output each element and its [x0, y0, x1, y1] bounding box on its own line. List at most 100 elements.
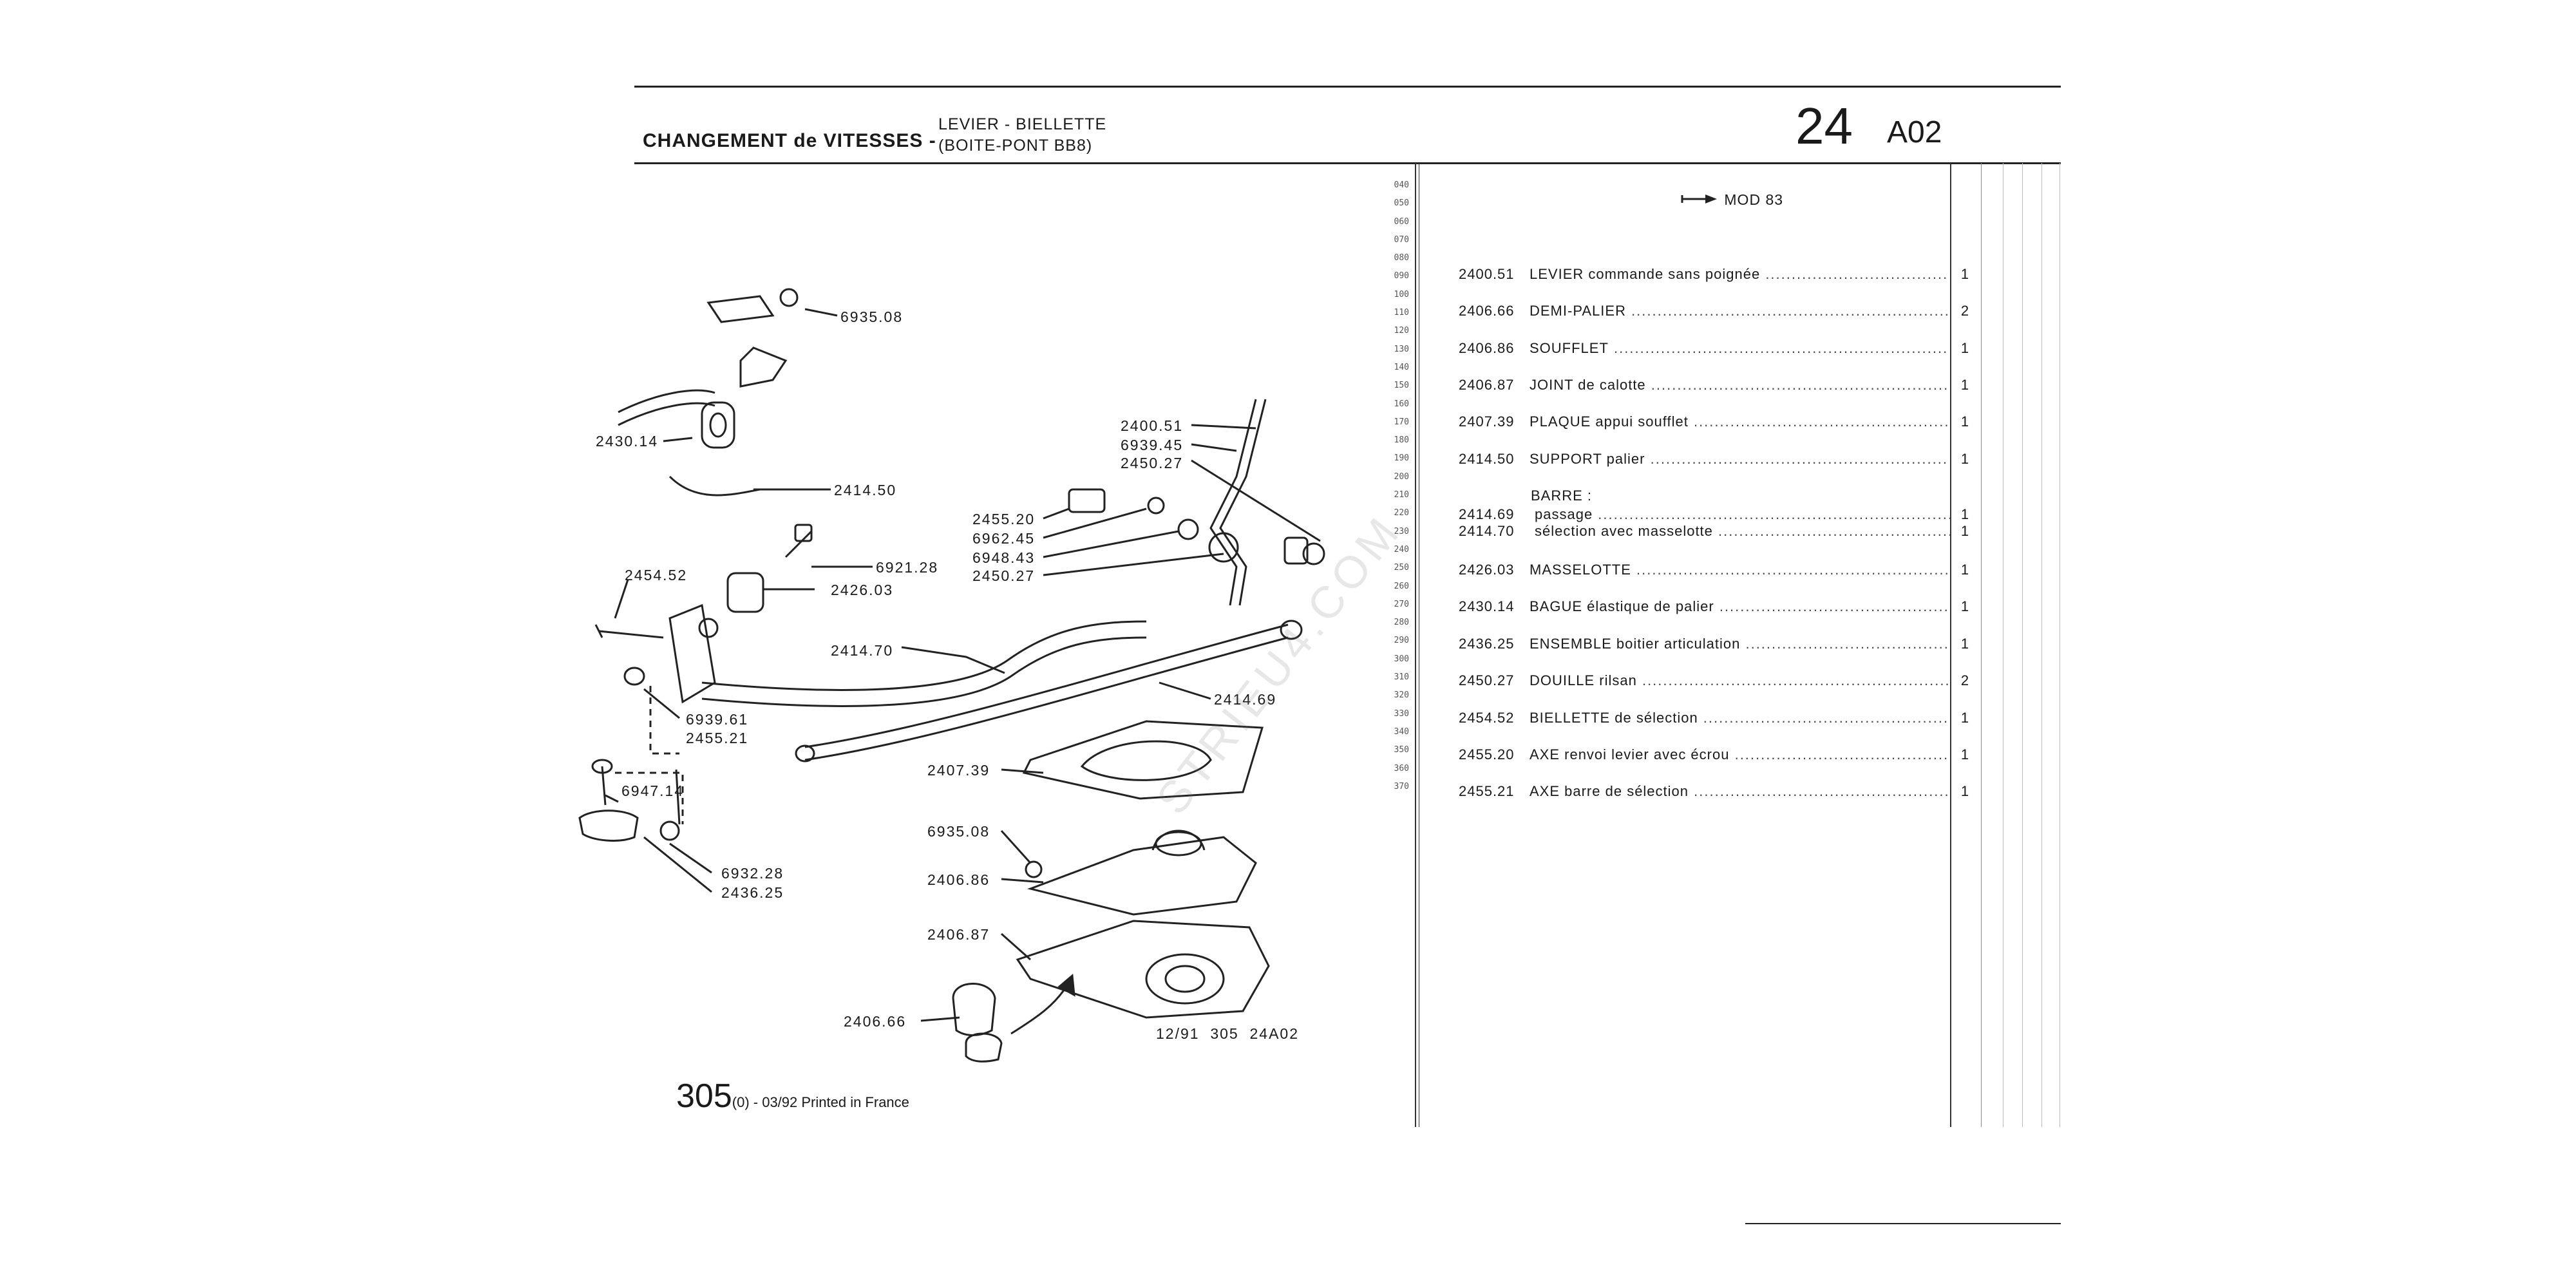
header-bottom-rule	[634, 162, 2061, 164]
row-number: 160	[1394, 399, 1409, 409]
row-number: 110	[1394, 308, 1409, 318]
page-subtitle-1: LEVIER - BIELLETTE	[938, 115, 1107, 133]
row-number: 310	[1394, 672, 1409, 683]
row-number: 290	[1394, 636, 1409, 646]
model-label-text: MOD 83	[1724, 191, 1784, 208]
row-number: 300	[1394, 654, 1409, 664]
callout-label: 2406.66	[844, 1013, 907, 1030]
callout-label: 2426.03	[831, 582, 894, 598]
table-qty-rule	[1950, 163, 1951, 1127]
row-number: 090	[1394, 271, 1409, 281]
row-number: 370	[1394, 781, 1409, 791]
callout-label: 2430.14	[596, 433, 659, 450]
qty-value: 1	[1960, 377, 1969, 393]
row-number: 080	[1394, 253, 1409, 263]
footer: 305(0) - 03/92 Printed in France	[676, 1077, 909, 1115]
table-col-rule-4	[2022, 163, 2023, 1127]
row-number: 230	[1394, 526, 1409, 536]
row-number: 060	[1394, 216, 1409, 227]
row-number: 140	[1394, 362, 1409, 372]
row-number: 240	[1394, 544, 1409, 554]
row-number: 270	[1394, 599, 1409, 609]
callout-label: 2406.87	[927, 926, 990, 943]
group-number: 24	[1795, 97, 1853, 155]
callout-label: 2414.69	[1214, 691, 1277, 708]
callout-label: 2414.70	[831, 642, 894, 659]
page-title: CHANGEMENT de VITESSES -	[643, 130, 936, 151]
callout-label: 2436.25	[721, 884, 784, 901]
qty-value: 1	[1960, 340, 1969, 356]
callout-label: 6948.43	[972, 549, 1036, 566]
table-col-rule-5	[2041, 163, 2042, 1127]
page-subtitle-2: (BOITE-PONT BB8)	[938, 137, 1093, 155]
callout-label: 2407.39	[927, 762, 990, 779]
row-number: 280	[1394, 618, 1409, 628]
bottom-rule	[1745, 1223, 2061, 1224]
row-number: 340	[1394, 726, 1409, 737]
drawing-reference: 12/91 305 24A02	[1156, 1025, 1299, 1042]
row-number: 150	[1394, 381, 1409, 391]
callout-label: 6947.14	[621, 782, 685, 799]
qty-value: 1	[1960, 562, 1969, 578]
row-number: 190	[1394, 453, 1409, 464]
callout-label: 6921.28	[876, 559, 939, 576]
qty-value: 1	[1960, 266, 1969, 282]
qty-value: 2	[1960, 672, 1969, 688]
model-label: MOD 83	[1681, 191, 1783, 209]
row-number: 360	[1394, 763, 1409, 773]
footer-print-info: (0) - 03/92 Printed in France	[732, 1094, 909, 1110]
row-number: 330	[1394, 708, 1409, 719]
qty-value: 1	[1960, 710, 1969, 726]
row-number: 320	[1394, 690, 1409, 701]
callout-label: 2406.86	[927, 871, 990, 888]
row-number: 250	[1394, 563, 1409, 573]
callout-label: 2455.20	[972, 511, 1036, 527]
callout-label: 2450.27	[1121, 455, 1184, 471]
exploded-parts-diagram	[578, 288, 1325, 1063]
footer-model: 305	[676, 1077, 732, 1115]
row-number: 040	[1394, 180, 1409, 190]
callout-label: 6935.08	[927, 823, 990, 840]
callout-label: 2455.21	[686, 730, 749, 746]
arrow-right-icon	[1681, 192, 1719, 209]
row-number: 350	[1394, 745, 1409, 755]
row-number: 050	[1394, 198, 1409, 209]
row-number: 210	[1394, 490, 1409, 500]
table-qty-rule-2	[1981, 163, 1982, 1127]
row-number: 200	[1394, 471, 1409, 482]
row-number: 260	[1394, 581, 1409, 591]
row-number: 100	[1394, 289, 1409, 299]
row-number: 120	[1394, 326, 1409, 336]
callout-label: 6932.28	[721, 865, 784, 882]
qty-value: 1	[1960, 746, 1969, 762]
callout-label: 2400.51	[1121, 417, 1184, 434]
table-left-rule	[1415, 163, 1416, 1127]
callout-label: 6935.08	[840, 308, 904, 325]
callout-label: 2414.50	[834, 482, 897, 498]
qty-value: 2	[1960, 303, 1969, 319]
row-number: 170	[1394, 417, 1409, 427]
callout-label: 6939.61	[686, 711, 749, 728]
qty-value: 1	[1960, 598, 1969, 614]
row-number: 070	[1394, 234, 1409, 245]
callout-label: 2450.27	[972, 567, 1036, 584]
row-number: 130	[1394, 344, 1409, 354]
callout-label: 6962.45	[972, 530, 1036, 547]
callout-label: 2454.52	[625, 567, 688, 583]
qty-value: 1	[1960, 413, 1969, 430]
